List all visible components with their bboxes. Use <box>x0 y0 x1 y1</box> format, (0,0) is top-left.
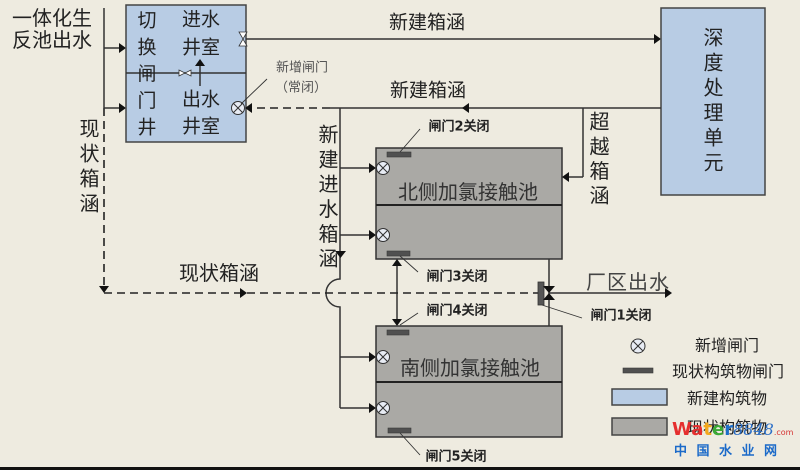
outlet-chamber-label-line2: 井室 <box>181 115 221 138</box>
gate-1-label: 闸门1关闭 <box>590 308 652 324</box>
new-gate-note-line2: （常闭） <box>274 80 328 96</box>
arrow-left-icon <box>245 103 252 113</box>
gate-2-bar <box>386 151 412 158</box>
gate-3-label: 闸门3关闭 <box>426 269 488 285</box>
watermark-letter: a <box>691 419 704 440</box>
arrow-down-icon <box>335 251 346 258</box>
arrow-right-icon <box>369 230 376 240</box>
gate-5-bar <box>387 427 412 434</box>
outlet-valve-icon <box>238 31 248 47</box>
deep-treatment-unit <box>660 7 766 196</box>
source-label-line2: 反池出水 <box>12 28 92 52</box>
new-gate-icon <box>376 350 390 364</box>
new-gate-icon <box>376 401 390 415</box>
watermark-number: 8848 <box>733 420 774 439</box>
legend-label-existing-structure: 现状构筑物 <box>686 418 768 437</box>
watermark-suffix: .com <box>773 428 794 437</box>
arrow-up-icon <box>195 59 205 66</box>
gate-2-leader <box>399 128 421 153</box>
arrow-down-icon <box>392 319 402 326</box>
watermark-letter: e <box>711 419 725 440</box>
new-inlet-culvert-label: 新建进水箱涵 <box>315 124 339 273</box>
gate-1-bar <box>537 281 545 306</box>
arrow-right-icon <box>119 43 126 53</box>
arrow-right-icon <box>119 103 126 113</box>
new-return-culvert-label: 新建箱涵 <box>389 79 467 102</box>
new-gate-icon <box>376 228 390 242</box>
outlet-chamber-label-line1: 出水 <box>181 88 221 111</box>
bottom-border <box>0 467 800 470</box>
existing-culvert-vertical-label: 现状箱涵 <box>76 118 100 218</box>
gate-2-label: 闸门2关闭 <box>428 119 490 135</box>
arrow-right-icon <box>654 34 661 44</box>
north-contact-tank <box>375 147 563 260</box>
arrow-right-icon <box>369 352 376 362</box>
watermark-letter: W <box>672 419 692 440</box>
watermark-letter: r <box>724 419 734 440</box>
legend-label-new-gate: 新增闸门 <box>694 336 760 355</box>
internal-valve-icon <box>178 69 192 77</box>
new-culvert-label: 新建箱涵 <box>388 11 466 34</box>
gate-3-leader <box>399 255 419 273</box>
gate-4-leader <box>399 312 419 326</box>
legend-label-new-structure: 新建构筑物 <box>686 389 768 408</box>
bypass-culvert-label: 超越箱涵 <box>586 111 610 210</box>
gate-5-label: 闸门5关闭 <box>425 449 487 465</box>
watermark-subtitle: 中国水业网 <box>674 444 787 459</box>
existing-culvert-horizontal-label: 现状箱涵 <box>179 261 259 285</box>
new-gate-icon <box>376 161 390 175</box>
arrow-down-icon <box>99 286 109 293</box>
arrow-right-icon <box>665 288 672 298</box>
arrow-right-icon <box>240 288 247 298</box>
note-leader-line <box>240 78 268 105</box>
gate-4-label: 闸门4关闭 <box>426 303 488 319</box>
gate-3-bar <box>386 250 411 257</box>
gate-5-leader <box>399 432 421 456</box>
legend-existing-gate-bar <box>622 367 654 374</box>
legend-new-structure-swatch <box>611 388 668 406</box>
plant-outlet-label: 厂区出水 <box>586 270 670 294</box>
legend-label-existing-gate: 现状构筑物闸门 <box>671 362 785 381</box>
inlet-chamber-label-line1: 进水 <box>181 8 221 31</box>
gate-1-leader <box>541 304 583 319</box>
watermark-letter: t <box>703 419 712 440</box>
arrow-left-icon <box>562 172 569 182</box>
switch-well-label: 切换闸门井 <box>134 10 157 144</box>
new-gate-icon <box>231 101 245 115</box>
arrow-left-icon <box>462 103 469 113</box>
legend-new-gate-icon <box>630 338 646 354</box>
south-tank-label: 南侧加氯接触池 <box>400 356 540 380</box>
inlet-chamber-label-line2: 井室 <box>181 36 221 59</box>
arrow-right-icon <box>369 163 376 173</box>
deep-treatment-label: 深度处理单元 <box>700 27 724 177</box>
source-label-line1: 一体化生 <box>12 6 92 30</box>
new-gate-note-line1: 新增闸门 <box>275 60 329 76</box>
arrow-up-icon <box>392 259 402 266</box>
outlet-valve-icon <box>543 286 555 300</box>
gate-4-bar <box>386 329 410 336</box>
watermark-logo: Water8848.com <box>672 421 793 439</box>
arrow-right-icon <box>369 403 376 413</box>
legend-existing-structure-swatch <box>611 417 668 436</box>
north-tank-label: 北侧加氯接触池 <box>398 180 538 204</box>
